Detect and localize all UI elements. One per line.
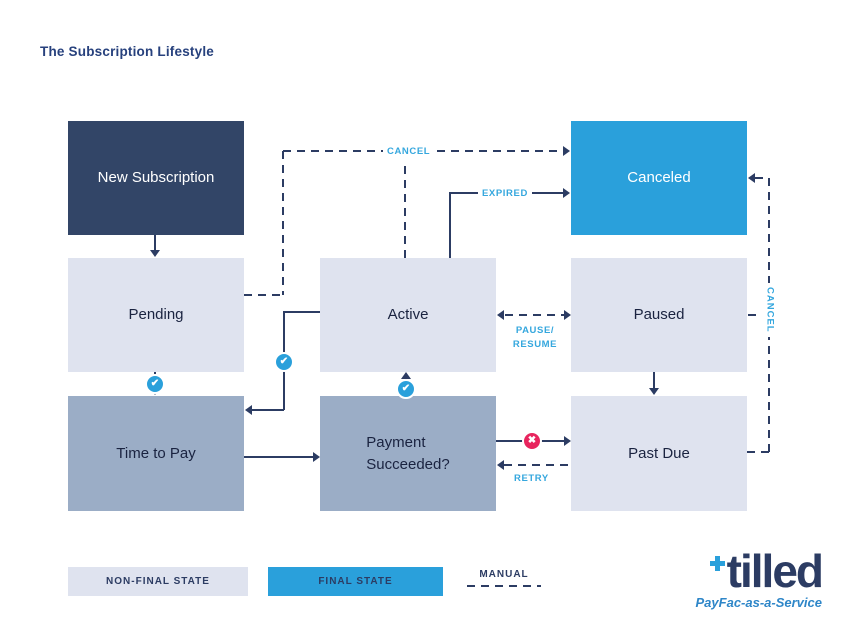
edge-label-pause-resume: PAUSE/ RESUME (512, 325, 558, 351)
arrowhead-left-icon (497, 460, 504, 470)
node-new-subscription: New Subscription (68, 121, 244, 235)
edge-active-timetopay-line (251, 409, 284, 411)
node-time-to-pay: Time to Pay (68, 396, 244, 511)
logo-wordmark: tilled (709, 545, 824, 597)
edge-label-cancel-right: CANCEL (761, 283, 778, 337)
logo-tagline: PayFac-as-a-Service (695, 595, 822, 610)
edge-cancel-right-line (747, 451, 770, 453)
arrowhead-left-icon (748, 173, 755, 183)
edge-timetopay-payment-line (244, 456, 313, 458)
success-check-icon: ✔ (145, 374, 165, 394)
node-label: Past Due (628, 444, 690, 462)
edge-cancel-top-line (282, 151, 284, 295)
node-past-due: Past Due (571, 396, 747, 511)
edge-retry-line (504, 464, 571, 466)
arrowhead-right-icon (564, 310, 571, 320)
success-check-icon: ✔ (274, 352, 294, 372)
legend-manual-label: MANUAL (479, 569, 529, 580)
legend-final-state: FINAL STATE (268, 567, 443, 596)
arrowhead-left-icon (245, 405, 252, 415)
plus-icon (709, 556, 725, 571)
failure-x-icon: ✖ (522, 431, 542, 451)
page-title: The Subscription Lifestyle (40, 44, 214, 59)
arrowhead-right-icon (563, 188, 570, 198)
node-label: Payment Succeeded? (366, 433, 450, 473)
node-label: Paused (633, 306, 685, 324)
edge-cancel-top-line (244, 294, 284, 296)
edge-label-retry: RETRY (514, 473, 549, 484)
arrowhead-right-icon (563, 146, 570, 156)
legend-label: FINAL STATE (318, 576, 393, 587)
edge-label-expired: EXPIRED (478, 186, 532, 203)
legend-label: NON-FINAL STATE (106, 576, 210, 587)
arrowhead-up-icon (401, 372, 411, 379)
arrowhead-right-icon (564, 436, 571, 446)
node-payment-succeeded: Payment Succeeded? (320, 396, 496, 511)
node-paused: Paused (571, 258, 747, 372)
edge-cancel-right-line (755, 177, 769, 179)
node-label: New Subscription (97, 169, 215, 187)
edge-label-cancel-top: CANCEL (383, 144, 435, 161)
edge-paused-pastdue-line (653, 372, 655, 390)
edge-newsub-pending-line (154, 235, 156, 252)
legend-non-final-state: NON-FINAL STATE (68, 567, 248, 596)
logo-word: tilled (726, 545, 824, 597)
node-canceled: Canceled (571, 121, 747, 235)
edge-cancel-top-line (404, 152, 406, 258)
node-active: Active (320, 258, 496, 372)
edge-expired-line (449, 192, 451, 258)
edge-paused-cancel-stub (748, 314, 761, 316)
edge-pause-resume-line (505, 314, 564, 316)
node-label: Canceled (627, 169, 691, 187)
arrowhead-down-icon (150, 250, 160, 257)
node-label: Active (387, 306, 429, 324)
node-label: Time to Pay (116, 444, 196, 462)
node-pending: Pending (68, 258, 244, 372)
tilled-logo: tilled PayFac-as-a-Service (695, 545, 824, 610)
arrowhead-down-icon (649, 388, 659, 395)
edge-active-timetopay-line (284, 311, 320, 313)
success-check-icon: ✔ (396, 379, 416, 399)
arrowhead-left-icon (497, 310, 504, 320)
arrowhead-right-icon (313, 452, 320, 462)
legend-manual-dashed-line (467, 585, 541, 587)
node-label: Pending (128, 306, 184, 324)
